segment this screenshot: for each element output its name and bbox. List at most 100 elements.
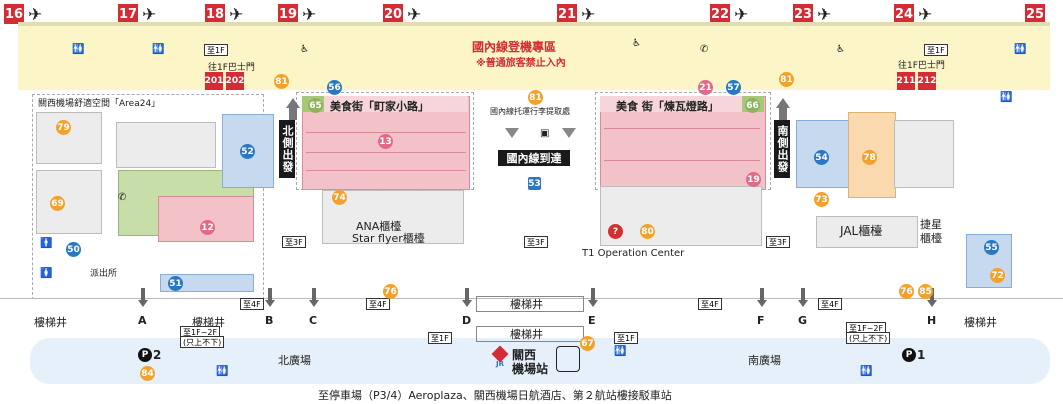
down-arrow-icon (505, 128, 519, 138)
bus-stop-label-left: 往1F巴士門 (208, 63, 255, 73)
poi-78[interactable]: 78 (862, 150, 877, 165)
bus-gate-211[interactable]: 211 (897, 72, 915, 90)
south-departure-sign: 南側出發 (774, 120, 790, 178)
parking-icon: P (138, 348, 152, 362)
restroom-icon: 🚻 (614, 346, 627, 357)
poi-53[interactable]: 53 (528, 177, 541, 190)
atrium-right-label: 樓梯井 (964, 316, 997, 329)
food-street-left-title: 美食街「町家小路」 (330, 100, 429, 113)
poi-76[interactable]: 76 (899, 284, 914, 299)
poi-66[interactable]: 66 (745, 98, 760, 113)
to-4f-sign: 至4F (240, 298, 264, 310)
gate-23[interactable]: 23 (793, 4, 813, 24)
parking-left-number: 2 (153, 348, 162, 362)
poi-81[interactable]: 81 (274, 74, 289, 89)
entrance-b[interactable]: B (265, 314, 274, 327)
poi-54[interactable]: 54 (814, 150, 829, 165)
gate-16[interactable]: 16 (4, 4, 24, 24)
restroom-icon: 🚻 (216, 366, 229, 377)
ana-counter-label: ANA櫃檯 (356, 220, 402, 233)
poi-69[interactable]: 69 (50, 196, 65, 211)
south-plaza-label: 南廣場 (748, 354, 781, 367)
to-4f-sign: 至4F (818, 298, 842, 310)
parking-right-number: 1 (917, 348, 926, 362)
entrance-f[interactable]: F (757, 314, 765, 327)
entrance-a[interactable]: A (138, 314, 147, 327)
lounge-room (36, 170, 102, 234)
poi-50[interactable]: 50 (66, 242, 81, 257)
to-1f-sign-right: 至1F (924, 44, 948, 56)
poi-56[interactable]: 56 (327, 80, 342, 95)
airplane-icon: ✈ (407, 5, 422, 25)
station-name-line-1: 關西 (512, 348, 537, 362)
shop-divider (306, 152, 466, 153)
gate-24[interactable]: 24 (894, 4, 914, 24)
poi-65[interactable]: 65 (308, 98, 323, 113)
gate-17[interactable]: 17 (118, 4, 138, 24)
bus-gate-201[interactable]: 201 (205, 72, 223, 90)
entrance-c[interactable]: C (309, 314, 318, 327)
gate-20[interactable]: 20 (383, 4, 403, 24)
gate-25[interactable]: 25 (1025, 4, 1045, 24)
atrium-center-label-1: 樓梯井 (510, 298, 543, 311)
concourse-edge (18, 22, 1050, 26)
poi-55[interactable]: 55 (984, 240, 999, 255)
poi-13[interactable]: 13 (378, 134, 393, 149)
poi-74[interactable]: 74 (332, 190, 347, 205)
down-arrow-icon (309, 300, 319, 307)
poi-52[interactable]: 52 (240, 144, 255, 159)
down-arrow-icon (798, 300, 808, 307)
poi-57[interactable]: 57 (726, 80, 741, 95)
atrium-center-box (476, 326, 584, 342)
gate-21[interactable]: 21 (557, 4, 577, 24)
shop-51 (160, 274, 254, 292)
airplane-icon: ✈ (302, 5, 317, 25)
poi-51[interactable]: 51 (168, 276, 183, 291)
food-street-left-header (302, 96, 468, 112)
poi-81[interactable]: 81 (779, 72, 794, 87)
jr-nankai-logo: JR (490, 345, 510, 372)
phone-icon: ✆ (118, 192, 127, 203)
gate-18[interactable]: 18 (205, 4, 225, 24)
up-arrow-icon (289, 108, 297, 120)
entrance-e[interactable]: E (588, 314, 596, 327)
restroom-icon: 🚻 (860, 366, 873, 377)
poi-19[interactable]: 19 (746, 172, 761, 187)
bus-gate-202[interactable]: 202 (226, 72, 244, 90)
poi-84[interactable]: 84 (140, 366, 155, 381)
to-1f-sign: 至1F (428, 332, 452, 344)
domestic-area-title: 國內線登機專區 (472, 40, 557, 54)
poi-72[interactable]: 72 (990, 268, 1005, 283)
jetstar-counter-label-2: 櫃檯 (920, 232, 942, 245)
food-street-right-header (600, 96, 764, 112)
airplane-icon: ✈ (918, 5, 933, 25)
poi-12[interactable]: 12 (200, 220, 215, 235)
poi-67[interactable]: 67 (580, 336, 595, 351)
jetstar-counter-label-1: 捷星 (920, 218, 942, 231)
down-arrow-icon (591, 288, 595, 300)
shop-divider (306, 132, 466, 133)
to-4f-sign: 至4F (366, 298, 390, 310)
up-arrow-icon (779, 108, 787, 120)
poi-76[interactable]: 76 (383, 284, 398, 299)
gate-19[interactable]: 19 (278, 4, 298, 24)
airplane-icon: ✈ (734, 5, 749, 25)
airplane-icon: ✈ (229, 5, 244, 25)
north-departure-sign: 北側出發 (279, 120, 295, 178)
poi-80[interactable]: 80 (640, 224, 655, 239)
bottom-caption: 至停車場（P3/4）Aeroplaza、關西機場日航酒店、第２航站樓接駁車站 (318, 389, 672, 402)
poi-73[interactable]: 73 (814, 192, 829, 207)
poi-79[interactable]: 79 (56, 120, 71, 135)
poi-21[interactable]: 21 (698, 80, 713, 95)
info-icon[interactable]: ? (608, 224, 623, 239)
down-arrow-icon (462, 300, 472, 307)
entrance-h[interactable]: H (927, 314, 937, 327)
entrance-d[interactable]: D (462, 314, 472, 327)
atrium-left2-label: 樓梯井 (192, 316, 225, 329)
poi-85[interactable]: 85 (918, 284, 933, 299)
lounge-area-title: 關西機場舒適空間「Area24」 (38, 99, 161, 109)
bus-gate-212[interactable]: 212 (918, 72, 936, 90)
poi-81[interactable]: 81 (528, 90, 543, 105)
entrance-g[interactable]: G (798, 314, 808, 327)
gate-22[interactable]: 22 (710, 4, 730, 24)
